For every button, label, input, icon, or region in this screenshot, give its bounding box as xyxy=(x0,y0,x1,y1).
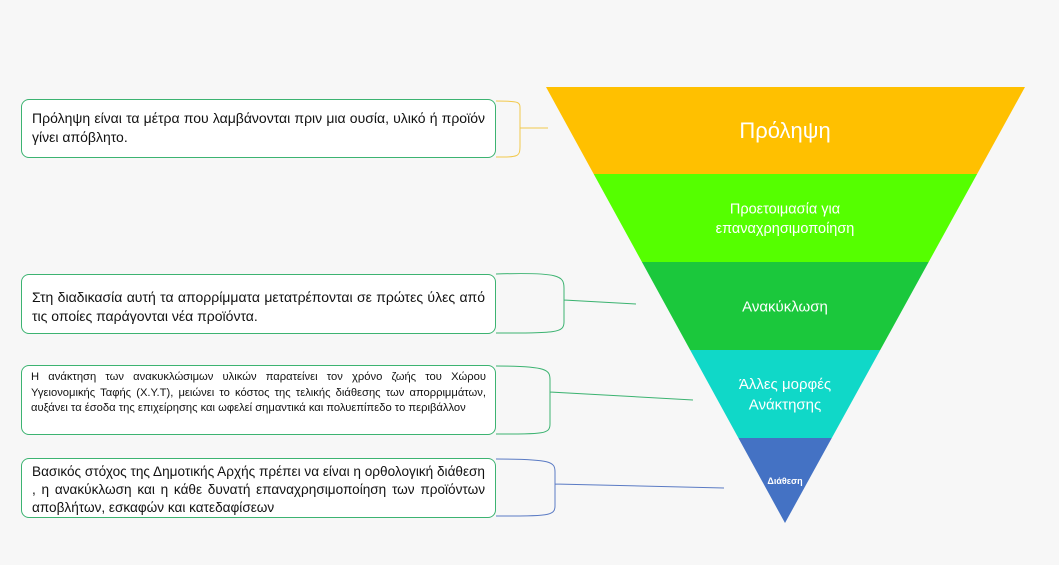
tier-recovery xyxy=(690,350,881,438)
tier-recovery-label-2: Ανάκτησης xyxy=(749,396,822,413)
connector-1 xyxy=(495,100,548,158)
note-recycling: Στη διαδικασία αυτή τα απορρίμματα μετατ… xyxy=(21,274,496,334)
tier-reuse-label-1: Προετοιμασία για xyxy=(730,201,840,217)
tier-prevention-label-1: Πρόληψη xyxy=(739,118,830,143)
note-recovery: Η ανάκτηση των ανακυκλώσιμων υλικών παρα… xyxy=(21,365,496,435)
connector-2 xyxy=(495,273,637,334)
note-recovery-text: Η ανάκτηση των ανακυκλώσιμων υλικών παρα… xyxy=(31,371,486,414)
connector-4 xyxy=(495,458,725,517)
tier-prevention xyxy=(546,87,1025,174)
tier-reuse-label-2: επαναχρησιμοποίηση xyxy=(716,221,855,237)
note-disposal: Βασικός στόχος της Δημοτικής Αρχής πρέπε… xyxy=(21,458,496,518)
note-disposal-text: Βασικός στόχος της Δημοτικής Αρχής πρέπε… xyxy=(32,464,485,515)
connector-3 xyxy=(495,365,694,435)
tier-disposal xyxy=(738,438,832,523)
note-recycling-text: Στη διαδικασία αυτή τα απορρίμματα μετατ… xyxy=(32,289,485,324)
tier-disposal-label-1: Διάθεση xyxy=(767,476,802,486)
tier-recycling xyxy=(641,262,929,350)
note-prevention-text: Πρόληψη είναι τα μέτρα που λαμβάνονται π… xyxy=(32,110,485,145)
tier-recycling-label-1: Ανακύκλωση xyxy=(742,298,828,315)
tier-recovery-label-1: Άλλες μορφές xyxy=(739,376,831,393)
note-prevention: Πρόληψη είναι τα μέτρα που λαμβάνονται π… xyxy=(21,99,496,158)
tier-reuse xyxy=(593,174,978,262)
